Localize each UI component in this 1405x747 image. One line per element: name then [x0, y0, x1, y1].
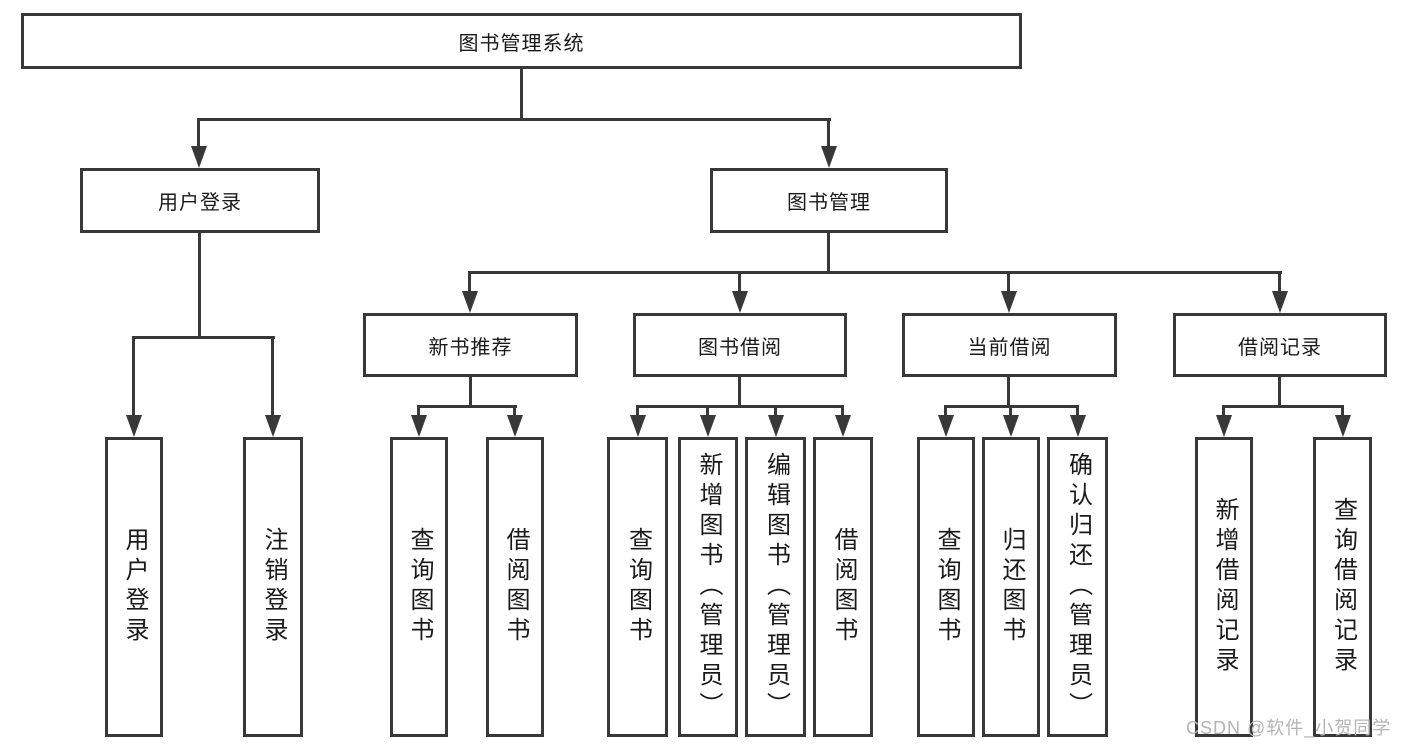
connector-line [1278, 377, 1281, 407]
node-label: 借阅记录 [1238, 336, 1322, 359]
arrow-down-icon [821, 146, 837, 168]
arrow-down-icon [411, 415, 427, 437]
leaf-return-book: 归还图书 [982, 437, 1040, 737]
leaf-label: 借阅图书 [502, 527, 529, 647]
connector-line [1222, 405, 1225, 419]
arrow-down-icon [1272, 291, 1288, 313]
node-borrow-records: 借阅记录 [1173, 313, 1387, 377]
leaf-query-borrow-record: 查询借阅记录 [1313, 437, 1372, 737]
connector-line [706, 405, 709, 419]
node-label: 当前借阅 [967, 336, 1052, 359]
arrow-down-icon [732, 291, 748, 313]
arrow-down-icon [1003, 415, 1019, 437]
node-root-label: 图书管理系统 [458, 32, 585, 55]
connector-line [417, 405, 517, 408]
connector-line [827, 233, 830, 273]
leaf-confirm-return-admin: 确认归还（管理员） [1047, 437, 1108, 737]
connector-line [1341, 405, 1344, 419]
arrow-down-icon [1001, 291, 1017, 313]
leaf-label: 用户登录 [121, 527, 148, 647]
connector-line [636, 405, 639, 419]
connector-line [513, 405, 516, 419]
connector-line [197, 118, 200, 150]
arrow-down-icon [700, 415, 716, 437]
node-label: 新书推荐 [428, 336, 513, 359]
connector-line [132, 336, 275, 339]
connector-line [1007, 271, 1010, 295]
leaf-logout: 注销登录 [243, 437, 303, 737]
node-root: 图书管理系统 [21, 13, 1022, 69]
node-user-login-label: 用户登录 [158, 192, 242, 214]
leaf-label: 查询图书 [624, 527, 652, 647]
connector-line [827, 118, 830, 150]
arrow-down-icon [938, 415, 954, 437]
leaf-query-books-borrow: 查询图书 [607, 437, 668, 737]
leaf-label: 编辑图书（管理员） [762, 452, 790, 722]
node-book-management-label: 图书管理 [787, 192, 871, 214]
leaf-query-books-recommend: 查询图书 [390, 437, 448, 737]
connector-line [738, 377, 741, 407]
connector-line [1009, 405, 1012, 419]
connector-line [271, 336, 274, 419]
leaf-label: 借阅图书 [830, 527, 857, 647]
leaf-edit-book-admin: 编辑图书（管理员） [745, 437, 806, 737]
arrow-down-icon [507, 415, 523, 437]
connector-line [841, 405, 844, 419]
leaf-add-borrow-record: 新增借阅记录 [1195, 437, 1253, 737]
connector-line [468, 271, 471, 295]
leaf-add-book-admin: 新增图书（管理员） [678, 437, 738, 737]
arrow-down-icon [191, 146, 207, 168]
arrow-down-icon [768, 415, 784, 437]
watermark: CSDN @软件_小贺同学 [1186, 718, 1392, 738]
connector-line [198, 233, 201, 338]
arrow-down-icon [1070, 415, 1086, 437]
node-label: 图书借阅 [698, 336, 782, 359]
leaf-query-books-current: 查询图书 [917, 437, 975, 737]
arrow-down-icon [126, 415, 142, 437]
leaf-label: 新增图书（管理员） [695, 452, 722, 722]
connector-line [1076, 405, 1079, 419]
leaf-label: 查询图书 [406, 527, 433, 647]
connector-line [738, 271, 741, 295]
leaf-label: 新增借阅记录 [1211, 497, 1238, 677]
node-book-management: 图书管理 [710, 168, 948, 233]
connector-line [469, 377, 472, 407]
connector-line [132, 336, 135, 419]
leaf-label: 查询借阅记录 [1329, 497, 1357, 677]
connector-line [774, 405, 777, 419]
arrow-down-icon [462, 291, 478, 313]
arrow-down-icon [265, 415, 281, 437]
connector-line [1278, 271, 1281, 295]
arrow-down-icon [1335, 415, 1351, 437]
connector-line [636, 405, 844, 408]
leaf-label: 归还图书 [998, 527, 1025, 647]
arrow-down-icon [835, 415, 851, 437]
leaf-borrow-books-recommend: 借阅图书 [486, 437, 544, 737]
connector-line [944, 405, 947, 419]
leaf-label: 注销登录 [260, 527, 287, 647]
leaf-label: 确认归还（管理员） [1064, 452, 1092, 722]
node-current-borrow: 当前借阅 [902, 313, 1117, 377]
connector-line [520, 69, 523, 120]
connector-line [1007, 377, 1010, 407]
connector-line [197, 118, 831, 121]
arrow-down-icon [1216, 415, 1232, 437]
leaf-user-login: 用户登录 [105, 437, 163, 737]
connector-line [417, 405, 420, 419]
connector-line [468, 271, 1282, 274]
leaf-borrow-books: 借阅图书 [813, 437, 873, 737]
node-user-login: 用户登录 [80, 168, 320, 233]
node-book-borrow: 图书借阅 [633, 313, 847, 377]
arrow-down-icon [630, 415, 646, 437]
node-new-book-recommend: 新书推荐 [363, 313, 578, 377]
connector-line [1222, 405, 1344, 408]
leaf-label: 查询图书 [933, 527, 960, 647]
